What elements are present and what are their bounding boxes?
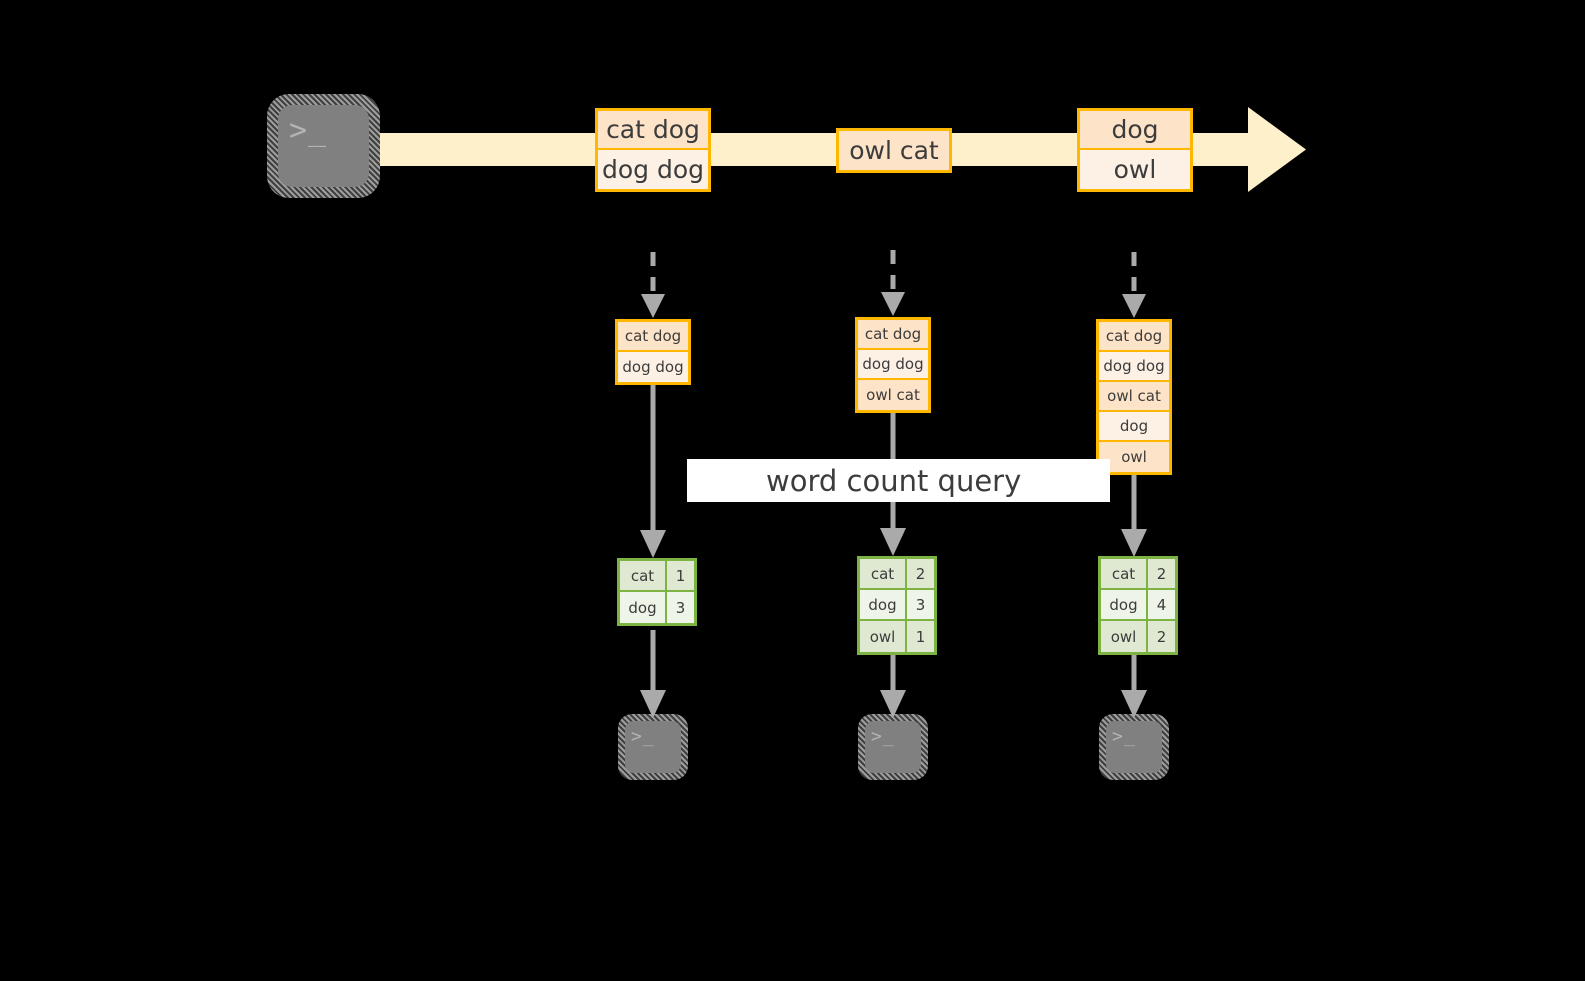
record-line: cat dog — [858, 320, 928, 350]
query-label: word count query — [766, 463, 1022, 498]
result-table-1: cat 1 dog 3 — [617, 558, 697, 626]
accumulated-records-1: cat dog dog dog — [615, 319, 691, 385]
terminal-prompt-glyph: >_ — [289, 113, 328, 148]
result-word: dog — [620, 592, 667, 623]
table-row: dog 3 — [860, 590, 934, 621]
stream-batch-2: owl cat — [836, 128, 952, 173]
stream-batch-line: owl cat — [839, 131, 949, 170]
record-line: dog dog — [858, 350, 928, 380]
table-row: owl 1 — [860, 621, 934, 652]
terminal-screen — [1106, 721, 1162, 773]
record-line: cat dog — [618, 322, 688, 352]
result-count: 3 — [907, 590, 934, 619]
result-table-3: cat 2 dog 4 owl 2 — [1098, 556, 1178, 655]
terminal-prompt-glyph: >_ — [1112, 726, 1136, 747]
sink-terminal-icon-3: >_ — [1099, 714, 1169, 780]
result-count: 4 — [1148, 590, 1175, 619]
result-count: 2 — [1148, 559, 1175, 588]
record-line: owl cat — [1099, 382, 1169, 412]
result-word: cat — [1101, 559, 1148, 588]
result-word: owl — [1101, 621, 1148, 652]
query-banner: word count query — [687, 459, 1110, 502]
result-count: 1 — [667, 561, 694, 590]
record-line: dog — [1099, 412, 1169, 442]
record-line: owl — [1099, 442, 1169, 472]
sink-connector-2 — [880, 652, 906, 718]
table-row: cat 2 — [1101, 559, 1175, 590]
stream-batch-line: dog — [1080, 111, 1190, 150]
result-word: owl — [860, 621, 907, 652]
table-row: cat 1 — [620, 561, 694, 592]
query-connector-1 — [640, 378, 666, 558]
table-row: dog 3 — [620, 592, 694, 623]
result-word: dog — [1101, 590, 1148, 619]
query-connector-3 — [1121, 470, 1147, 557]
record-line: cat dog — [1099, 322, 1169, 352]
stream-batch-line: cat dog — [598, 111, 708, 150]
table-row: cat 2 — [860, 559, 934, 590]
table-row: dog 4 — [1101, 590, 1175, 621]
result-table-2: cat 2 dog 3 owl 1 — [857, 556, 937, 655]
source-terminal-icon: >_ — [267, 94, 380, 198]
record-line: dog dog — [618, 352, 688, 382]
record-line: dog dog — [1099, 352, 1169, 382]
result-count: 2 — [1148, 621, 1175, 652]
sink-connector-1 — [640, 630, 666, 718]
stream-batch-line: dog dog — [598, 150, 708, 189]
dashed-connector-3 — [1122, 252, 1146, 318]
stream-batch-line: owl — [1080, 150, 1190, 189]
result-count: 3 — [667, 592, 694, 623]
record-line: owl cat — [858, 380, 928, 410]
dashed-connector-1 — [641, 252, 665, 318]
terminal-screen — [625, 721, 681, 773]
sink-terminal-icon-1: >_ — [618, 714, 688, 780]
stream-batch-1: cat dog dog dog — [595, 108, 711, 192]
result-count: 1 — [907, 621, 934, 652]
terminal-screen — [278, 105, 369, 187]
terminal-prompt-glyph: >_ — [871, 726, 895, 747]
terminal-screen — [865, 721, 921, 773]
stream-batch-3: dog owl — [1077, 108, 1193, 192]
result-word: cat — [620, 561, 667, 590]
result-word: dog — [860, 590, 907, 619]
dashed-connector-2 — [881, 250, 905, 316]
table-row: owl 2 — [1101, 621, 1175, 652]
accumulated-records-2: cat dog dog dog owl cat — [855, 317, 931, 413]
result-word: cat — [860, 559, 907, 588]
sink-connector-3 — [1121, 652, 1147, 718]
result-count: 2 — [907, 559, 934, 588]
accumulated-records-3: cat dog dog dog owl cat dog owl — [1096, 319, 1172, 475]
sink-terminal-icon-2: >_ — [858, 714, 928, 780]
terminal-prompt-glyph: >_ — [631, 726, 655, 747]
